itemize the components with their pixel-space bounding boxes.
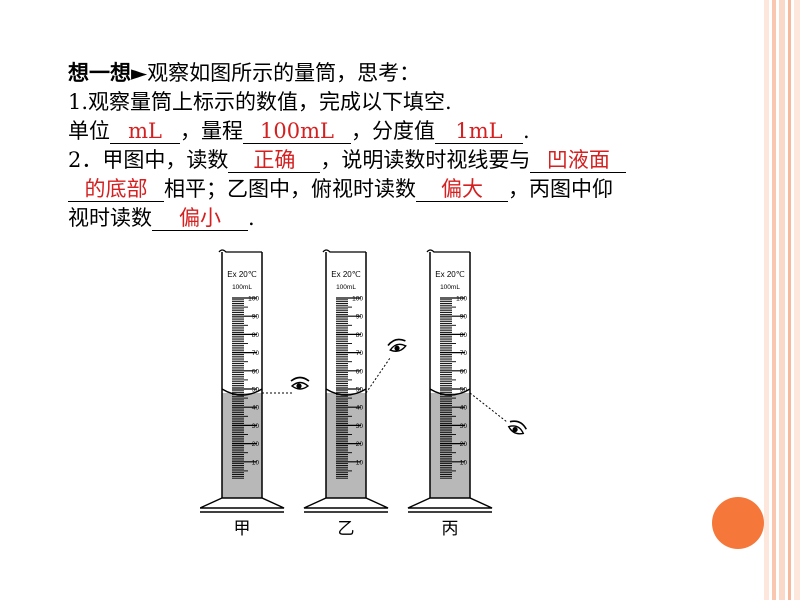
meniscus [429, 388, 471, 396]
tick-label: 40 [460, 405, 468, 412]
cylinder-caption: 甲 [234, 519, 251, 539]
tick-label: 30 [252, 423, 260, 430]
border-stripe [772, 0, 776, 600]
unit-answer: mL [110, 119, 180, 144]
eye-brow [509, 420, 527, 430]
tick-label: 10 [356, 459, 364, 466]
tick-label: 60 [460, 368, 468, 375]
tick-label: 20 [460, 441, 468, 448]
sight-line [469, 392, 508, 423]
question-2-part-4: ，丙图中仰 [508, 177, 613, 201]
question-heading: 想一想►观察如图所示的量筒，思考： [68, 58, 708, 88]
sightline-answer-b: 的底部 [68, 177, 164, 202]
border-stripe [788, 0, 791, 600]
arrow-icon: ► [131, 61, 148, 85]
tick-label: 50 [252, 387, 260, 394]
cylinder-base [200, 497, 285, 509]
question-2-line-2: 的底部相平；乙图中，俯视时读数偏大，丙图中仰 [68, 175, 708, 204]
upward-answer: 偏小 [152, 206, 248, 231]
cylinder-brand-label: Ex 20℃ [227, 270, 256, 279]
tick-label: 70 [252, 350, 260, 357]
eye-pupil [296, 383, 302, 389]
border-stripe [764, 0, 769, 600]
cylinder-lip [218, 249, 262, 253]
cylinder-brand-label: Ex 20℃ [331, 270, 360, 279]
tick-label: 90 [252, 314, 260, 321]
meniscus [221, 388, 263, 396]
question-2-part-2: ，说明读数时视线要与 [320, 148, 531, 172]
question-2-end: . [248, 206, 255, 230]
tick-label: 60 [252, 368, 260, 375]
range-label: ，量程 [180, 119, 243, 143]
unit-label: 单位 [68, 119, 110, 143]
eye-pupil [394, 345, 400, 351]
tick-label: 70 [356, 350, 364, 357]
eye-brow [290, 376, 310, 382]
sight-line [365, 357, 391, 394]
tick-label: 40 [356, 405, 364, 412]
tick-label: 90 [356, 314, 364, 321]
cylinder-lip [426, 249, 470, 253]
overhead-answer: 偏大 [416, 177, 508, 202]
tick-label: 80 [356, 332, 364, 339]
tick-label: 30 [460, 423, 468, 430]
eye-icon [387, 338, 407, 352]
tick-label: 60 [356, 368, 364, 375]
cylinder-yi: Ex 20℃ 100mL 100 90 80 70 60 50 40 30 20 10 乙 [303, 249, 407, 539]
question-prompt: 观察如图所示的量筒，思考： [147, 61, 421, 85]
meniscus [325, 388, 367, 396]
question-2-line-1: 2．甲图中，读数正确，说明读数时视线要与凹液面 [68, 146, 708, 175]
tick-label: 100 [456, 296, 467, 303]
question-2-line-3: 视时读数偏小. [68, 204, 708, 233]
decorative-border [764, 0, 800, 600]
cylinder-base [407, 497, 493, 509]
tick-label: 80 [252, 332, 260, 339]
graduated-cylinders-figure: Ex 20℃ 100mL 100 90 80 70 60 50 40 30 20 10 甲 Ex 20℃… [200, 249, 527, 539]
question-1-end: . [523, 119, 530, 143]
sightline-answer-a: 凹液面 [530, 148, 627, 173]
cylinder-volume-label: 100mL [440, 284, 460, 291]
cylinder-volume-label: 100mL [336, 284, 356, 291]
tick-label: 10 [460, 459, 468, 466]
tick-label: 90 [460, 314, 468, 321]
question-text: 想一想►观察如图所示的量筒，思考： 1.观察量筒上标示的数值，完成以下填空. 单… [68, 58, 708, 233]
tick-label: 20 [356, 441, 364, 448]
tick-label: 10 [252, 459, 260, 466]
eye-brow [387, 338, 406, 347]
question-1-intro: 1.观察量筒上标示的数值，完成以下填空. [68, 90, 452, 114]
tick-label: 100 [248, 296, 259, 303]
accent-dot [712, 497, 764, 549]
division-label: ，分度值 [351, 119, 435, 143]
range-answer: 100mL [243, 119, 351, 144]
question-2-part-5: 视时读数 [68, 206, 152, 230]
tick-label: 30 [356, 423, 364, 430]
cylinder-caption: 乙 [338, 519, 355, 539]
border-stripe [779, 0, 785, 600]
cylinder-brand-label: Ex 20℃ [435, 270, 464, 279]
tick-label: 50 [356, 387, 364, 394]
border-stripe [794, 0, 800, 600]
tick-label: 40 [252, 405, 260, 412]
cylinder-lip [322, 249, 366, 253]
eye-icon [507, 420, 527, 435]
tick-label: 100 [352, 296, 363, 303]
question-title: 想一想 [68, 60, 131, 85]
eye-icon [290, 376, 310, 390]
division-answer: 1mL [435, 119, 523, 144]
cylinder-volume-label: 100mL [232, 284, 252, 291]
tick-label: 80 [460, 332, 468, 339]
eye-pupil [512, 426, 518, 433]
cylinder-caption: 丙 [442, 519, 459, 539]
tick-label: 70 [460, 350, 468, 357]
cylinder-jia: Ex 20℃ 100mL 100 90 80 70 60 50 40 30 20 10 甲 [200, 249, 310, 539]
cylinder-base [303, 497, 389, 509]
tick-label: 50 [460, 387, 468, 394]
cylinder-bing: Ex 20℃ 100mL 100 90 80 70 60 50 40 30 20 10 丙 [407, 249, 527, 539]
question-2-part-3: 相平；乙图中，俯视时读数 [164, 177, 416, 201]
question-2-part-1: 2．甲图中，读数 [68, 148, 229, 172]
tick-label: 20 [252, 441, 260, 448]
reading-answer: 正确 [228, 148, 321, 173]
